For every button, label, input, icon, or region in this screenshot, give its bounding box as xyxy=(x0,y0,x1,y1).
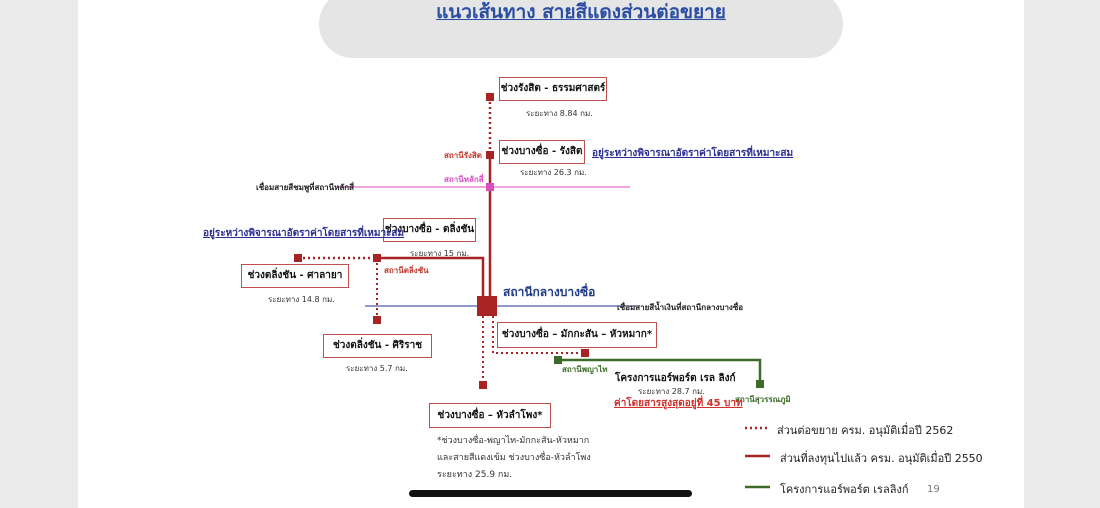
airport-link-distance: ระยะทาง 28.7 กม. xyxy=(638,387,705,396)
segment-box-bangsue-huamak: ช่วงบางซื่อ – มักกะสัน – หัวหมาก* xyxy=(497,322,657,348)
page-number: 19 xyxy=(927,484,940,495)
station-label-rangsit: สถานีรังสิต xyxy=(444,151,482,160)
legend-invested: ส่วนที่ลงทุนไปแล้ว ครม. อนุมัติเมื่อปี 2… xyxy=(780,452,983,465)
segment-box-talingchan-siriraj: ช่วงตลิ่งชัน - ศิริราช xyxy=(323,334,432,358)
connection-blue-line: เชื่อมสายสีน้ำเงินที่สถานีกลางบางซื่อ xyxy=(617,303,744,312)
footnote-line-3: ระยะทาง 25.9 กม. xyxy=(437,470,513,480)
station-marker-talingchan xyxy=(373,254,381,262)
home-indicator[interactable] xyxy=(409,490,692,497)
segment-box-rangsit-thammasat: ช่วงรังสิต - ธรรมศาสตร์ xyxy=(499,77,607,101)
legend-airport: โครงการแอร์พอร์ต เรลลิงก์ xyxy=(780,483,909,496)
footnote-line-2: และสายสีแดงเข้ม ช่วงบางซื่อ-หัวลำโพง xyxy=(437,453,591,463)
footnote-line-1: *ช่วงบางซื่อ-พญาไท-มักกะสัน-หัวหมาก xyxy=(437,436,590,446)
segment-distance-rangsit-thammasat: ระยะทาง 8.84 กม. xyxy=(526,109,593,118)
station-marker-huamak xyxy=(581,349,589,357)
station-marker-salaya xyxy=(294,254,302,262)
connection-pink-line: เชื่อมสายสีชมพูที่สถานีหลักสี่ xyxy=(256,183,355,192)
airport-link-label: โครงการแอร์พอร์ต เรล ลิงก์ xyxy=(615,373,736,384)
dotted-bangsue-huamak xyxy=(492,306,585,354)
airport-link-line xyxy=(558,358,762,384)
fare-note-left[interactable]: อยู่ระหว่างพิจารณาอัตราค่าโดยสารที่เหมาะ… xyxy=(203,228,405,239)
segment-distance-bangsue-talingchan: ระยะทาง 15 กม. xyxy=(410,249,470,258)
segment-distance-talingchan-siriraj: ระยะทาง 5.7 กม. xyxy=(346,364,408,373)
station-marker-rangsit xyxy=(486,151,494,159)
station-marker-thammasat xyxy=(486,93,494,101)
station-marker-laksi xyxy=(486,183,494,191)
segment-box-bangsue-rangsit: ช่วงบางซื่อ - รังสิต xyxy=(499,140,585,164)
title-banner: แนวเส้นทาง สายสีแดงส่วนต่อขยาย xyxy=(319,0,843,58)
station-label-suvarnabhumi: สถานีสุวรรณภูมิ xyxy=(735,395,791,404)
station-label-talingchan: สถานีตลิ่งชัน xyxy=(384,266,429,275)
station-marker-suvarnabhumi xyxy=(756,380,764,388)
station-label-phayathai: สถานีพญาไท xyxy=(562,365,608,374)
segment-box-talingchan-salaya: ช่วงตลิ่งชัน - ศาลายา xyxy=(241,264,349,288)
station-marker-phayathai xyxy=(554,356,562,364)
station-marker-siriraj xyxy=(373,316,381,324)
airport-link-fare[interactable]: ค่าโดยสารสูงสุดอยู่ที่ 45 บาท xyxy=(614,398,743,409)
station-marker-central xyxy=(477,296,497,316)
segment-distance-talingchan-salaya: ระยะทาง 14.8 กม. xyxy=(268,295,335,304)
page-title: แนวเส้นทาง สายสีแดงส่วนต่อขยาย xyxy=(436,1,726,23)
station-label-laksi: สถานีหลักสี่ xyxy=(444,175,484,184)
segment-box-bangsue-hualamphong: ช่วงบางซื่อ – หัวลำโพง* xyxy=(429,403,551,428)
segment-box-bangsue-talingchan: ช่วงบางซื่อ - ตลิ่งชัน xyxy=(383,218,476,242)
legend-extension: ส่วนต่อขยาย ครม. อนุมัติเมื่อปี 2562 xyxy=(777,424,954,437)
fare-note-top[interactable]: อยู่ระหว่างพิจารณาอัตราค่าโดยสารที่เหมาะ… xyxy=(592,148,794,159)
station-label-central: สถานีกลางบางซื่อ xyxy=(503,285,596,299)
footnote: *ช่วงบางซื่อ-พญาไท-มักกะสัน-หัวหมาก และส… xyxy=(437,433,591,484)
station-marker-hualamphong xyxy=(479,381,487,389)
segment-distance-bangsue-rangsit: ระยะทาง 26.3 กม. xyxy=(520,168,587,177)
